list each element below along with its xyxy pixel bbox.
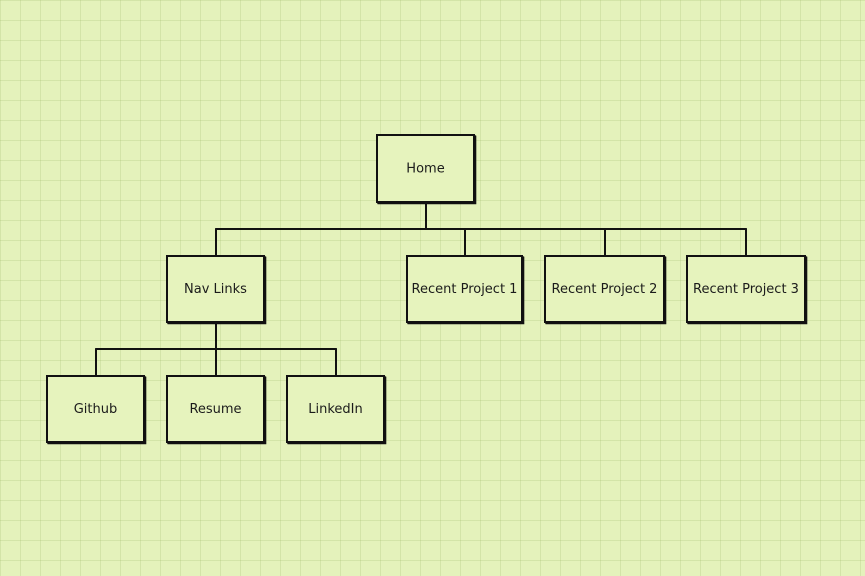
node-recent-project-2: Recent Project 2 xyxy=(544,255,667,325)
node-home-label: Home xyxy=(406,162,444,177)
node-nav-links-box xyxy=(166,255,265,323)
node-resume-shadow xyxy=(167,376,267,445)
node-home-box xyxy=(376,134,475,203)
node-recent-project-2-label: Recent Project 2 xyxy=(552,282,658,297)
node-recent-project-1-label: Recent Project 1 xyxy=(412,282,518,297)
node-github-box xyxy=(46,375,145,443)
node-nav-links: Nav Links xyxy=(166,255,267,325)
connectors-nav-links xyxy=(95,321,337,377)
node-github-shadow xyxy=(47,376,147,445)
node-github-label: Github xyxy=(74,402,118,417)
node-linkedin-label: LinkedIn xyxy=(308,402,362,417)
node-linkedin-box xyxy=(286,375,385,443)
node-nav-links-shadow xyxy=(167,256,267,325)
node-recent-project-2-shadow xyxy=(545,256,667,325)
node-resume-label: Resume xyxy=(189,402,241,417)
node-github: Github xyxy=(46,375,147,445)
node-home: Home xyxy=(376,134,477,205)
node-recent-project-3: Recent Project 3 xyxy=(686,255,808,325)
node-recent-project-3-box xyxy=(686,255,806,323)
node-recent-project-1-box xyxy=(406,255,523,323)
connectors-home xyxy=(215,202,747,257)
node-linkedin-shadow xyxy=(287,376,387,445)
node-recent-project-2-box xyxy=(544,255,665,323)
node-resume: Resume xyxy=(166,375,267,445)
node-nav-links-label: Nav Links xyxy=(184,282,247,297)
node-recent-project-3-shadow xyxy=(687,256,808,325)
node-recent-project-1: Recent Project 1 xyxy=(406,255,525,325)
node-home-shadow xyxy=(377,135,477,205)
node-recent-project-3-label: Recent Project 3 xyxy=(693,282,799,297)
node-recent-project-1-shadow xyxy=(407,256,525,325)
node-linkedin: LinkedIn xyxy=(286,375,387,445)
node-resume-box xyxy=(166,375,265,443)
